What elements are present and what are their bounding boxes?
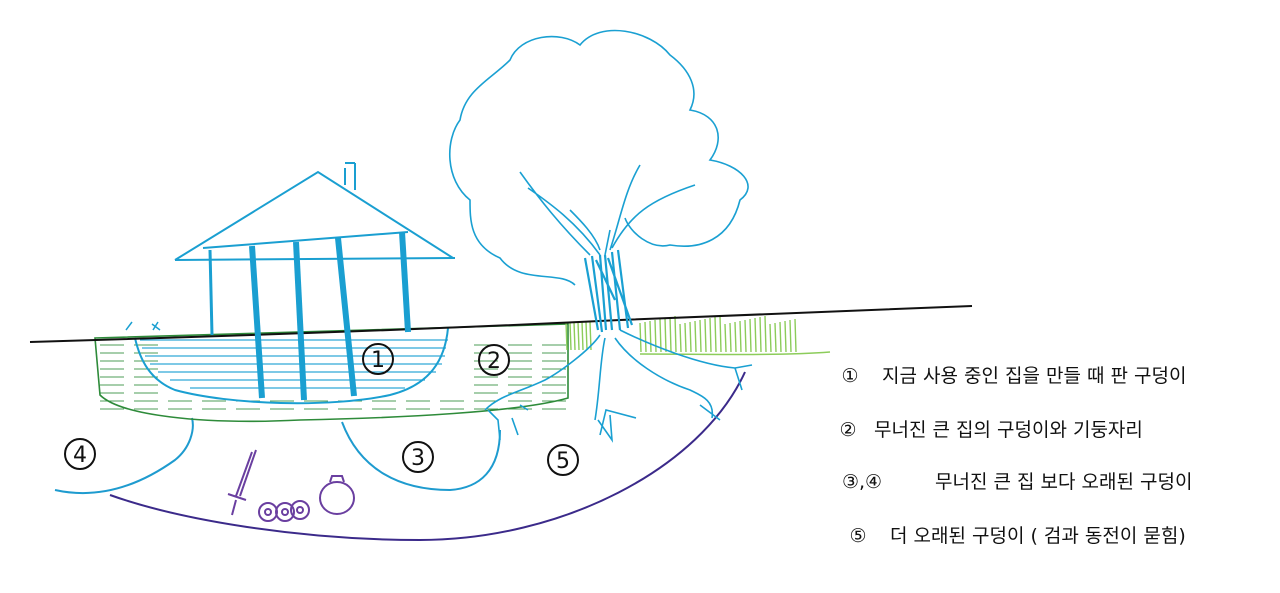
- legend-marker: ②: [839, 419, 856, 441]
- pot-icon: [319, 475, 355, 515]
- legend-marker: ①: [841, 365, 858, 387]
- legend-label: 지금 사용 중인 집을 만들 때 판 구덩이: [882, 365, 1186, 387]
- legend-row: ② 무너진 큰 집의 구덩이와 기둥자리: [839, 419, 1142, 441]
- ground-line: [29, 305, 973, 343]
- house-icon: [125, 162, 456, 401]
- legend-row: ① 지금 사용 중인 집을 만들 때 판 구덩이: [841, 365, 1186, 387]
- marker-1: 1: [362, 343, 394, 375]
- legend-label: 무너진 큰 집 보다 오래된 구덩이: [935, 471, 1192, 493]
- marker-3: 3: [402, 441, 434, 473]
- marker-5: 5: [547, 444, 579, 476]
- legend-marker: ⑤: [849, 525, 866, 547]
- svg-text:3: 3: [411, 446, 425, 471]
- pit-2-area: [94, 323, 569, 423]
- legend-marker: ③,④: [842, 471, 882, 493]
- pit-5-outline: [109, 371, 746, 542]
- grass: [565, 315, 797, 353]
- marker-2: 2: [478, 344, 510, 376]
- legend-row: ⑤ 더 오래된 구덩이 ( 검과 동전이 묻힘): [849, 525, 1185, 547]
- legend: ① 지금 사용 중인 집을 만들 때 판 구덩이 ② 무너진 큰 집의 구덩이와 기둥…: [839, 365, 1192, 547]
- coin-icon: [258, 500, 310, 522]
- legend-label: 무너진 큰 집의 구덩이와 기둥자리: [874, 419, 1143, 441]
- svg-text:4: 4: [73, 443, 87, 468]
- ground-line-right: [639, 351, 831, 356]
- legend-label: 더 오래된 구덩이 ( 검과 동전이 묻힘): [890, 525, 1186, 547]
- svg-text:1: 1: [371, 348, 385, 373]
- marker-4: 4: [64, 438, 96, 470]
- pit-3-outline: [341, 421, 501, 492]
- legend-row: ③,④ 무너진 큰 집 보다 오래된 구덩이: [842, 471, 1193, 493]
- pit-4-outline: [54, 417, 194, 495]
- svg-text:2: 2: [487, 349, 501, 374]
- tree-icon: [449, 29, 753, 443]
- sword-icon: [227, 449, 257, 516]
- pit-1-area: [134, 327, 449, 405]
- svg-text:5: 5: [556, 449, 570, 474]
